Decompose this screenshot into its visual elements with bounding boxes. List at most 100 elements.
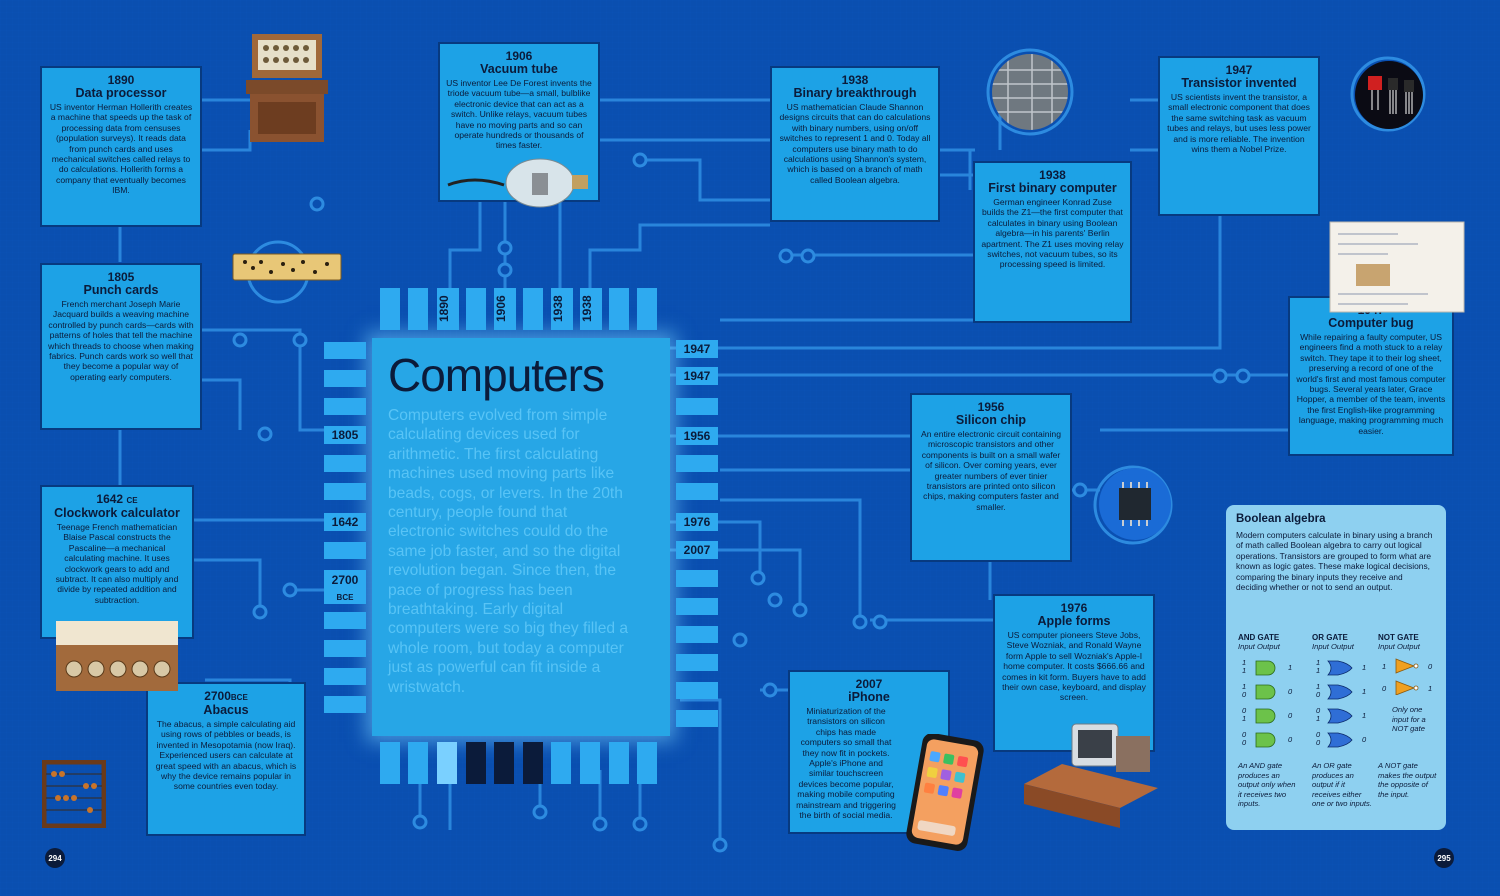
chip-pin [676,483,718,500]
card-year-suffix: BCE [230,693,248,702]
gate-value: 0 [1242,730,1247,739]
apple-i-image [1024,723,1158,828]
gate-output-label: Output [1331,642,1354,651]
card-body: French merchant Joseph Marie Jacquard bu… [48,299,194,382]
page-number-right: 295 [1434,848,1454,868]
boolean-algebra-panel: Boolean algebra Modern computers calcula… [1226,505,1446,830]
gate-value: 1 [1382,662,1386,671]
chip-pin [324,640,366,657]
gate-value: 1 [1428,684,1432,693]
intro-text: Computers evolved from simple calculatin… [388,407,629,696]
gate-name: AND GATE [1238,633,1280,642]
card-year: 1906 [505,49,533,63]
pin-year: 2700 [331,573,359,587]
gate-value: 1 [1316,658,1320,667]
transistor-image [1355,61,1423,129]
card-title: Binary breakthrough [793,86,917,100]
gate-name: NOT GATE [1378,633,1419,642]
chip-pin [609,288,629,330]
card-year: 1976 [1060,601,1088,615]
hollerith-machine-image [246,34,328,142]
gate-value: 0 [1316,690,1321,699]
card-body: US scientists invent the transistor, a s… [1167,92,1311,155]
chip-pin [580,742,600,784]
card-year: 1805 [107,270,135,284]
chip-pin [408,288,428,330]
gate-value: 0 [1288,687,1293,696]
chip-pin [408,742,428,784]
chip-pin [324,342,366,359]
gate-io-labels: Input Output [1312,642,1374,651]
silicon-chip-image [1099,468,1171,540]
vacuum-tube-image [447,158,588,208]
gate-value: 0 [1288,735,1293,744]
gate-value: 0 [1316,738,1321,747]
chip-pin [637,742,657,784]
chip-pin [523,742,543,784]
chip-pin [380,742,400,784]
card-clockwork-calculator: 1642 CE Clockwork calculator Teenage Fre… [42,487,192,637]
chip-pin [324,398,366,415]
gate-value: 1 [1242,666,1246,675]
gate-value: 1 [1362,711,1366,720]
card-apple-forms: 1976 Apple forms US computer pioneers St… [995,596,1153,750]
chip-pin [437,742,457,784]
chip-pin [676,710,718,727]
gate-value: 0 [1316,706,1321,715]
card-computer-bug: 1947 Computer bug While repairing a faul… [1290,298,1452,454]
card-title: iPhone [848,690,890,704]
gate-value: 1 [1316,714,1320,723]
card-title: Computer bug [1328,316,1414,330]
or-gate-caption: An OR gate produces an output if it rece… [1312,761,1372,809]
chip-pin [676,598,718,615]
gate-value: 1 [1362,687,1366,696]
chip-pin-2007: 2007 [676,541,718,559]
card-title: Abacus [203,703,249,717]
chip-pin [324,668,366,685]
page-number-left: 294 [45,848,65,868]
gate-value: 1 [1316,682,1320,691]
and-gate-caption: An AND gate produces an output only when… [1238,761,1296,809]
chip-pin [324,455,366,472]
card-title: Punch cards [83,283,159,297]
gate-io-labels: Input Output [1238,642,1300,651]
chip-pin-1906: 1906 [494,288,516,330]
card-year-line: 1642 CE [48,493,186,507]
gate-value: 1 [1242,714,1246,723]
panel-title: Boolean algebra [1236,513,1326,525]
chip-pin-1947b: 1947 [676,367,718,385]
gate-output-label: Output [1397,642,1420,651]
card-body: US inventor Lee De Forest invents the tr… [446,78,592,151]
card-year: 2007 [855,677,883,691]
page-title: Computers [388,349,605,401]
gate-name: OR GATE [1312,633,1348,642]
gate-input-label: Input [1378,642,1395,651]
card-transistor-invented: 1947 Transistor invented US scientists i… [1160,58,1318,214]
card-year: 2700 [204,689,231,703]
chip-pin-1890: 1890 [437,288,459,330]
card-title: Clockwork calculator [54,506,180,520]
card-year-suffix: CE [126,496,138,505]
card-body: An entire electronic circuit containing … [921,429,1061,512]
chip-pin [324,542,366,559]
gate-value: 0 [1428,662,1433,671]
gate-value: 0 [1288,711,1293,720]
gate-value: 0 [1242,706,1247,715]
pascaline-image [56,621,178,691]
chip-pin [676,682,718,699]
card-abacus: 2700BCE Abacus The abacus, a simple calc… [148,684,304,834]
chip-pin-1938a: 1938 [551,288,573,330]
log-sheet-image [1329,221,1465,313]
chip-pin-1947a: 1947 [676,340,718,358]
card-title: Transistor invented [1181,76,1297,90]
gate-io-labels: Input Output [1378,642,1440,651]
card-title: Apple forms [1037,614,1111,628]
card-body: While repairing a faulty computer, US en… [1296,332,1446,436]
chip-pin-1805: 1805 [324,426,366,444]
chip-pin [324,483,366,500]
card-year: 1956 [977,400,1005,414]
